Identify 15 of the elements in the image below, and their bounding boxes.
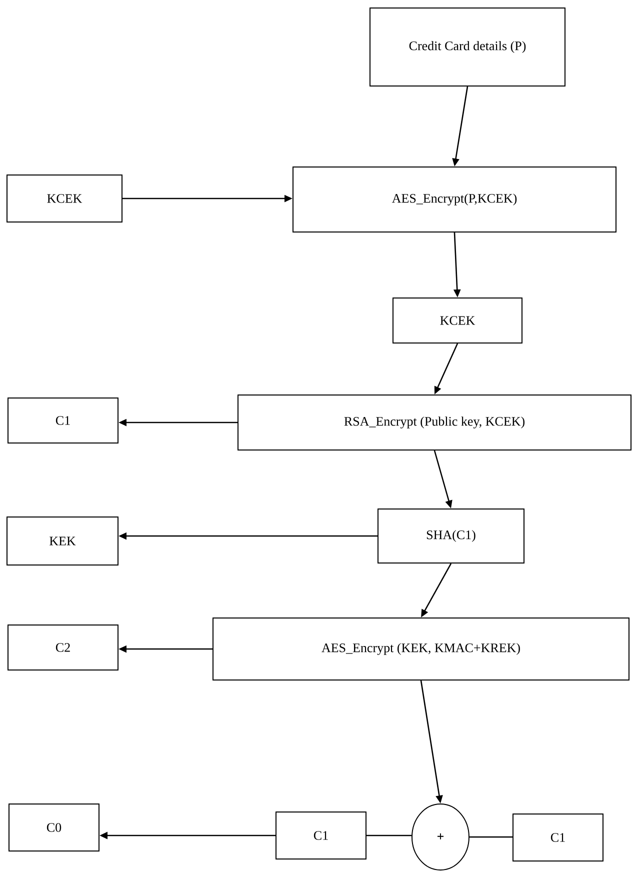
process-box: AES_Encrypt (KEK, KMAC+KREK) <box>212 618 630 680</box>
process-box: Credit Card details (P) <box>370 8 566 87</box>
process-box: RSA_Encrypt (Public key, KCEK) <box>238 394 632 450</box>
input-box: C1 <box>512 814 604 862</box>
process-box: SHA(C1) <box>378 508 524 564</box>
process-box: KCEK <box>392 298 522 344</box>
output-box: C1 <box>8 398 118 444</box>
output-box: C0 <box>8 804 100 852</box>
connector-line <box>366 834 412 836</box>
connector-line <box>470 836 512 838</box>
output-box: KEK <box>6 516 118 566</box>
process-box: C1 <box>276 812 366 860</box>
process-box: AES_Encrypt(P,KCEK) <box>292 166 616 232</box>
input-box: KCEK <box>6 174 122 222</box>
output-box: C2 <box>8 624 118 670</box>
